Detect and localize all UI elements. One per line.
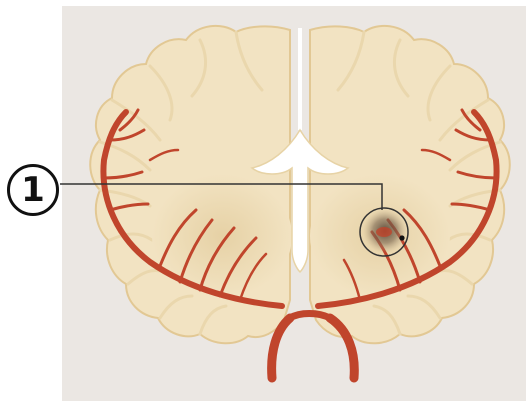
callout-text: 1	[21, 170, 45, 210]
callout-number-1: 1	[7, 164, 59, 216]
lesion-pointer-dot	[399, 235, 404, 240]
lesion-core	[376, 227, 392, 237]
left-deep-gray-matter	[152, 174, 292, 298]
